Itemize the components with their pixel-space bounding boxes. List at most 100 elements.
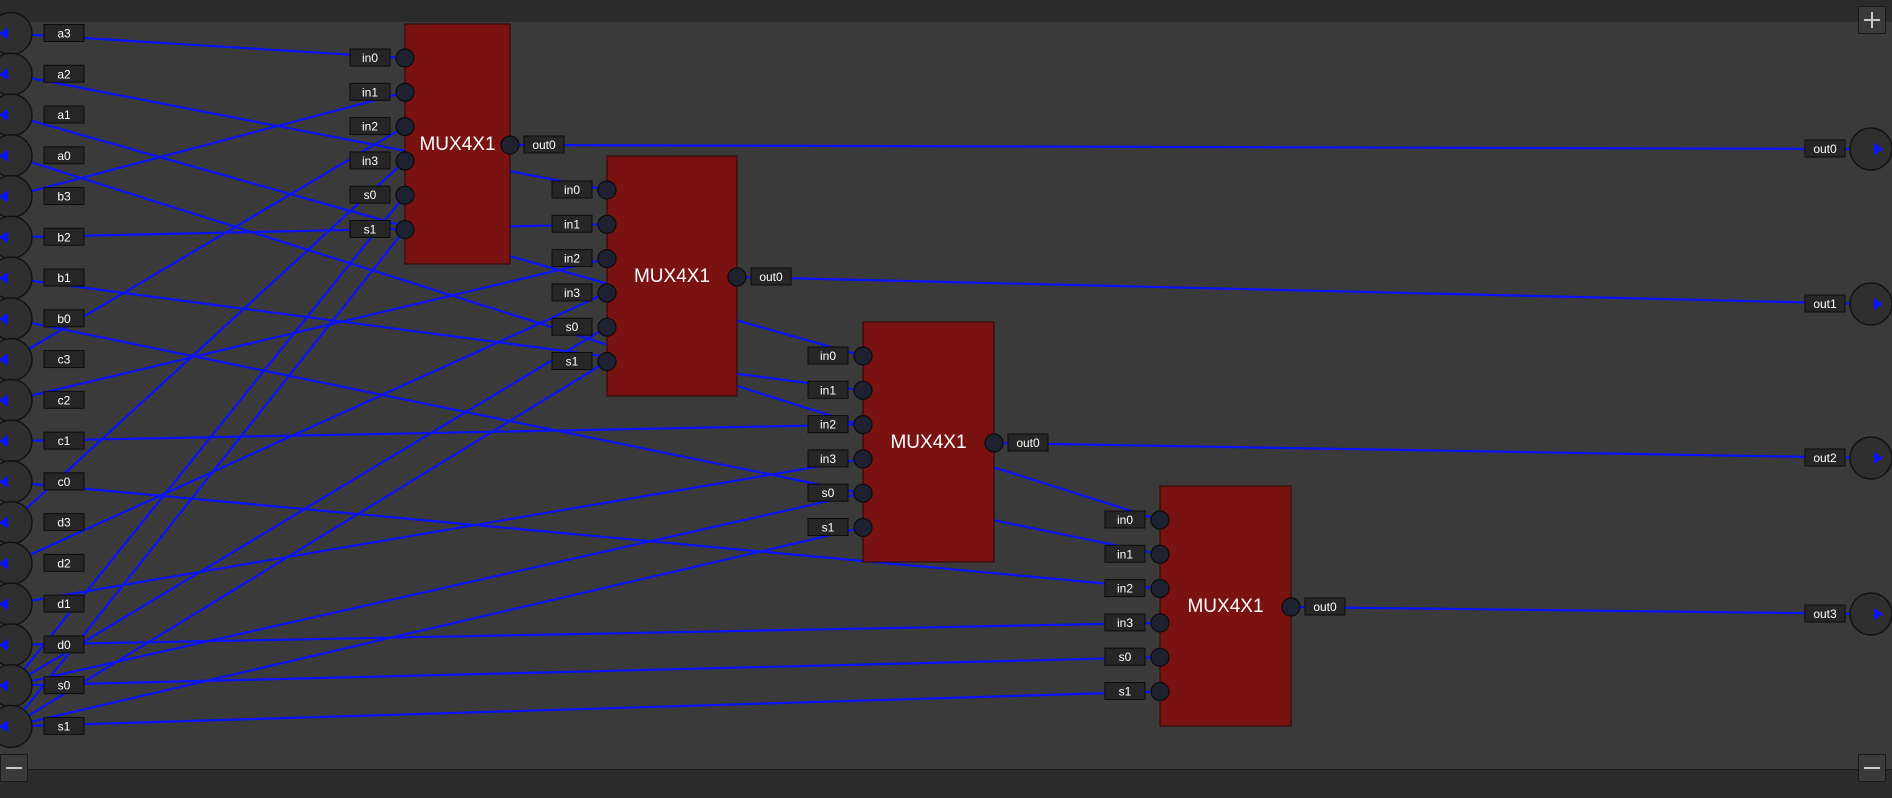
block-input-pin[interactable] (853, 449, 873, 469)
zoom-out-button-right[interactable] (1858, 754, 1886, 782)
input-label: d3 (57, 516, 71, 530)
output-label: out1 (1813, 297, 1837, 311)
block-output-pin[interactable] (727, 267, 747, 287)
input-label-box (43, 676, 85, 695)
block-input-pin[interactable] (853, 483, 873, 503)
wire-26 (993, 441, 1872, 460)
block-input-pin[interactable] (1150, 544, 1170, 564)
port-layer: a3a2a1a0b3b2b1b0c3c2c1c0d3d2d1d0s0s1out0… (0, 11, 1892, 749)
wire-21 (10, 360, 608, 728)
wire-18 (10, 492, 864, 687)
mux-block-body[interactable] (606, 155, 738, 397)
block-input-pin[interactable] (853, 415, 873, 435)
block-output-pin[interactable] (1281, 597, 1301, 617)
input-label-box (43, 513, 85, 532)
input-label-box (43, 187, 85, 206)
block-input-pin[interactable] (597, 180, 617, 200)
block-input-pin[interactable] (395, 185, 415, 205)
mux-block-body[interactable] (1159, 485, 1292, 727)
input-label: b2 (57, 230, 71, 244)
block-input-pin[interactable] (1150, 510, 1170, 530)
arrow-right-icon (1874, 452, 1883, 464)
block-input-pin[interactable] (395, 116, 415, 137)
block-input-pin[interactable] (395, 48, 415, 68)
block-input-label-box (551, 180, 593, 199)
block-input-pin[interactable] (1150, 681, 1170, 702)
block-output-pin[interactable] (984, 433, 1004, 453)
block-input-pin[interactable] (1150, 578, 1170, 599)
output-port[interactable] (1849, 436, 1892, 480)
input-port[interactable] (0, 704, 33, 749)
block-input-label-box (807, 483, 849, 502)
block-output-label-box (1304, 597, 1346, 616)
block-output-label-box (523, 135, 565, 154)
zoom-out-button-left[interactable] (0, 754, 28, 782)
block-input-label: s0 (364, 188, 377, 202)
wire-23 (10, 690, 1161, 728)
arrow-left-icon (0, 109, 8, 122)
block-input-label-box (807, 518, 849, 536)
wire-27 (1290, 605, 1872, 616)
output-port[interactable] (1849, 127, 1892, 171)
arrow-left-icon (0, 638, 8, 651)
block-input-pin[interactable] (853, 380, 873, 400)
mux-block-body[interactable] (404, 23, 511, 265)
arrow-left-icon (0, 190, 8, 203)
block-input-pin[interactable] (597, 317, 617, 337)
block-input-label-box (807, 449, 849, 468)
wire-4 (10, 91, 406, 198)
block-input-label-box (1104, 613, 1146, 632)
block-input-label: in3 (564, 286, 580, 300)
block-input-label-box (349, 220, 391, 238)
block-input-label: s1 (1119, 685, 1132, 699)
block-input-pin[interactable] (395, 82, 415, 102)
block-input-pin[interactable] (1150, 647, 1170, 667)
output-label-box (1804, 448, 1846, 467)
wire-10 (10, 423, 864, 443)
wire-15 (10, 621, 1161, 646)
block-input-pin[interactable] (597, 249, 617, 269)
output-label-box (1804, 604, 1846, 623)
block-input-pin[interactable] (597, 214, 617, 234)
block-input-label-box (551, 249, 593, 268)
block-input-pin[interactable] (597, 283, 617, 303)
mux-block-body[interactable] (862, 321, 995, 563)
block-input-pin[interactable] (853, 517, 873, 538)
input-label: d1 (57, 597, 71, 611)
arrow-right-icon (1874, 298, 1883, 310)
input-label-box (43, 390, 85, 409)
input-label-box (43, 227, 85, 246)
input-label-box (43, 553, 85, 572)
block-input-pin[interactable] (395, 151, 415, 171)
block-output-label-box (1007, 433, 1049, 452)
block-input-label-box (349, 151, 391, 170)
output-port[interactable] (1849, 282, 1892, 326)
block-input-label-box (1104, 579, 1146, 598)
input-label-box (43, 268, 85, 287)
block-input-label-box (349, 117, 391, 136)
zoom-in-button[interactable] (1858, 6, 1886, 34)
input-label: c3 (58, 353, 71, 367)
block-input-pin[interactable] (395, 219, 415, 240)
block-input-pin[interactable] (1150, 613, 1170, 633)
block-input-label-box (551, 317, 593, 336)
arrow-left-icon (0, 272, 8, 285)
block-layer: MUX4X1in0in1in2in3s0s1out0MUX4X1in0in1in… (349, 23, 1346, 727)
block-input-label-box (807, 380, 849, 399)
arrow-left-icon (0, 27, 8, 40)
block-input-pin[interactable] (853, 346, 873, 366)
wire-25 (736, 275, 1872, 306)
block-input-label: in0 (1117, 513, 1133, 527)
block-input-pin[interactable] (597, 351, 617, 372)
block-input-label-box (349, 82, 391, 101)
input-label-box (43, 64, 85, 83)
output-port[interactable] (1849, 592, 1892, 636)
block-input-label: in1 (820, 383, 836, 397)
block-input-label: in3 (820, 452, 836, 466)
block-output-pin[interactable] (500, 135, 520, 155)
